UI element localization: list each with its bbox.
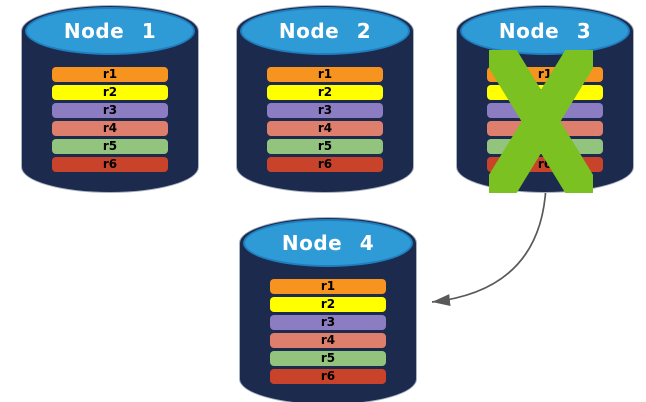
- node-3-label: Node 3: [498, 19, 592, 43]
- node-4-label: Node 4: [281, 231, 375, 255]
- node-1-label: Node 1: [63, 19, 157, 43]
- node-2-row-r6: r6: [267, 157, 383, 172]
- node-1-cylinder: Node 1 r1 r2 r3 r4 r5 r6: [21, 5, 199, 193]
- node-1-row-r4: r4: [52, 121, 168, 136]
- node-4-row-r5: r5: [270, 351, 386, 366]
- arrow-curve: [431, 185, 547, 306]
- node-4-cylinder: Node 4 r1 r2 r3 r4 r5 r6: [239, 217, 417, 402]
- node-2-row-r3: r3: [267, 103, 383, 118]
- row-list: r1 r2 r3 r4 r5 r6: [270, 279, 386, 387]
- cylinder-top-ellipse: Node 4: [243, 219, 413, 267]
- node-4-row-r1: r1: [270, 279, 386, 294]
- node-2-row-r5: r5: [267, 139, 383, 154]
- node-2-row-r4: r4: [267, 121, 383, 136]
- cylinder-top-ellipse: Node 2: [240, 7, 410, 55]
- row-list: r1 r2 r3 r4 r5 r6: [267, 67, 383, 175]
- node-1-row-r2: r2: [52, 85, 168, 100]
- row-list: r1 r2 r3 r4 r5 r6: [52, 67, 168, 175]
- cylinder-top-ellipse: Node 3: [460, 7, 630, 55]
- node-4-row-r2: r2: [270, 297, 386, 312]
- failure-x-icon: [489, 50, 593, 193]
- node-2-row-r2: r2: [267, 85, 383, 100]
- node-1-row-r5: r5: [52, 139, 168, 154]
- node-4-row-r4: r4: [270, 333, 386, 348]
- node-4-row-r6: r6: [270, 369, 386, 384]
- node-1-row-r1: r1: [52, 67, 168, 82]
- node-4-row-r3: r3: [270, 315, 386, 330]
- node-1-row-r6: r6: [52, 157, 168, 172]
- node-1-row-r3: r3: [52, 103, 168, 118]
- node-2-label: Node 2: [278, 19, 372, 43]
- node-2-row-r1: r1: [267, 67, 383, 82]
- node-2-cylinder: Node 2 r1 r2 r3 r4 r5 r6: [236, 5, 414, 193]
- cylinder-top-ellipse: Node 1: [25, 7, 195, 55]
